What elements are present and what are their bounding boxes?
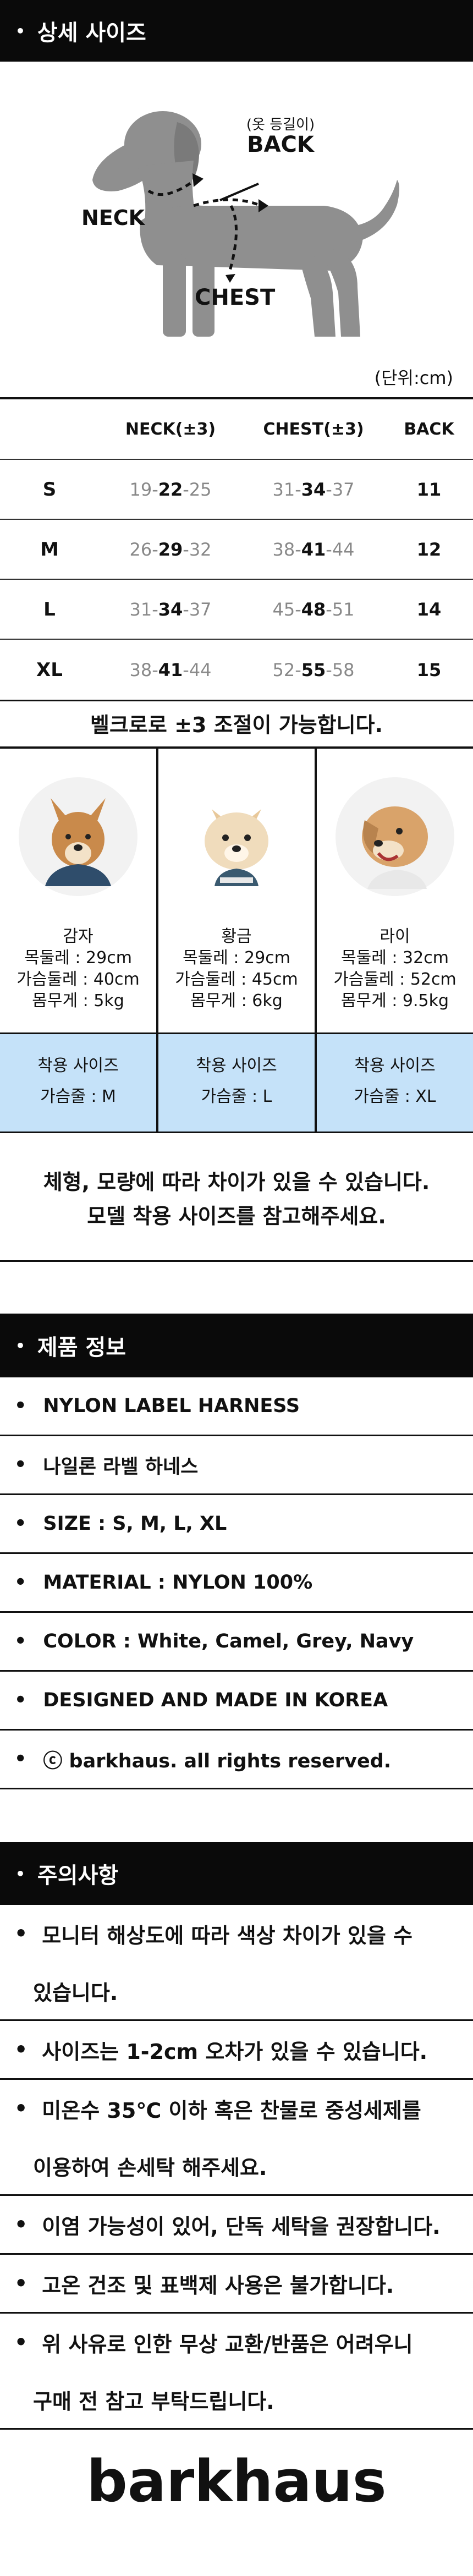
info-item: •COLOR : White, Camel, Grey, Navy — [0, 1613, 473, 1672]
info-item: •ⓒ barkhaus. all rights reserved. — [0, 1731, 473, 1789]
care-item: •위 사유로 인한 무상 교환/반품은 어려우니 구매 전 참고 부탁드립니다. — [0, 2314, 473, 2430]
wear-size-value: 가슴줄 : XL — [354, 1087, 436, 1106]
care-header: • 주의사항 — [0, 1842, 473, 1905]
svg-text:barkhaus: barkhaus — [86, 2448, 386, 2515]
spacer — [0, 1789, 473, 1842]
model-photo — [158, 749, 315, 925]
model-info: 황금 목둘레 : 29cm 가슴둘레 : 45cm 몸무게 : 6kg — [158, 925, 315, 1032]
model-weight: 몸무게 : 9.5kg — [340, 991, 449, 1010]
notice-line: 체형, 모량에 따라 차이가 있을 수 있습니다. — [43, 1170, 430, 1194]
model-chest: 가슴둘레 : 45cm — [175, 970, 298, 989]
model-info: 라이 목둘레 : 32cm 가슴둘레 : 52cm 몸무게 : 9.5kg — [317, 925, 473, 1032]
neck-label: NECK — [81, 206, 145, 230]
model-neck: 목둘레 : 29cm — [183, 948, 290, 968]
table-row: L 31-34-37 45-48-51 14 — [0, 580, 473, 640]
info-item: •NYLON LABEL HARNESS — [0, 1377, 473, 1436]
back-sub-label: (옷 등길이) — [246, 117, 315, 133]
table-row: S 19-22-25 31-34-37 11 — [0, 460, 473, 520]
care-item: •모니터 해상도에 따라 색상 차이가 있을 수 있습니다. — [0, 1905, 473, 2021]
wear-size-value: 가슴줄 : L — [201, 1087, 272, 1106]
neck-cell: 31-34-37 — [129, 598, 212, 620]
bullet: • — [15, 21, 25, 40]
section-title: 상세 사이즈 — [37, 20, 146, 46]
model-weight: 몸무게 : 5kg — [32, 991, 124, 1010]
velcro-note: 벨크로로 ±3 조절이 가능합니다. — [0, 701, 473, 749]
model-photo — [0, 749, 156, 925]
back-cell: 12 — [416, 539, 442, 560]
size-table: NECK(±3) CHEST(±3) BACK S 19-22-25 31-34… — [0, 397, 473, 701]
chest-cell: 38-41-44 — [272, 539, 355, 560]
info-item: •SIZE : S, M, L, XL — [0, 1495, 473, 1554]
fit-notice: 체형, 모량에 따라 차이가 있을 수 있습니다. 모델 착용 사이즈를 참고해… — [0, 1133, 473, 1262]
model-chest: 가슴둘레 : 52cm — [333, 970, 457, 989]
back-cell: 14 — [416, 598, 442, 620]
model-chest: 가슴둘레 : 40cm — [16, 970, 140, 989]
care-item: •사이즈는 1-2cm 오차가 있을 수 있습니다. — [0, 2021, 473, 2080]
neck-cell: 26-29-32 — [129, 539, 212, 560]
care-item: •고온 건조 및 표백제 사용은 불가합니다. — [0, 2255, 473, 2314]
neck-cell: 19-22-25 — [129, 479, 212, 500]
wear-size-box: 착용 사이즈 가슴줄 : L — [158, 1032, 315, 1132]
chest-label: CHEST — [195, 285, 276, 310]
bullet: • — [15, 1336, 25, 1355]
dog-silhouette-icon — [92, 111, 399, 337]
model-photo — [317, 749, 473, 925]
chest-header: CHEST(±3) — [263, 419, 364, 439]
wear-size-box: 착용 사이즈 가슴줄 : M — [0, 1032, 156, 1132]
section-title: 제품 정보 — [37, 1335, 127, 1360]
model-name: 황금 — [221, 927, 252, 946]
spacer — [0, 1262, 473, 1314]
dog-photo-icon — [176, 776, 297, 897]
measurement-diagram: (옷 등길이) BACK NECK CHEST — [0, 62, 473, 359]
back-header: BACK — [404, 419, 454, 439]
dog-photo-icon — [336, 777, 454, 896]
detail-size-header: • 상세 사이즈 — [0, 0, 473, 62]
wear-size-value: 가슴줄 : M — [40, 1087, 116, 1106]
table-row: XL 38-41-44 52-55-58 15 — [0, 640, 473, 700]
size-cell: S — [42, 478, 57, 501]
unit-label: (단위:cm) — [374, 367, 453, 388]
back-cell: 15 — [416, 659, 442, 680]
bullet: • — [15, 1864, 25, 1883]
wear-size-label: 착용 사이즈 — [196, 1056, 277, 1075]
info-item: •MATERIAL : NYLON 100% — [0, 1554, 473, 1613]
size-cell: M — [40, 538, 59, 561]
neck-cell: 38-41-44 — [129, 659, 212, 680]
model-neck: 목둘레 : 29cm — [24, 948, 132, 968]
barkhaus-logo: barkhaus — [86, 2448, 386, 2515]
size-table-header: NECK(±3) CHEST(±3) BACK — [0, 399, 473, 460]
model-card: 라이 목둘레 : 32cm 가슴둘레 : 52cm 몸무게 : 9.5kg 착용… — [317, 749, 473, 1132]
wear-size-box: 착용 사이즈 가슴줄 : XL — [317, 1032, 473, 1132]
table-row: M 26-29-32 38-41-44 12 — [0, 520, 473, 580]
model-name: 감자 — [63, 927, 94, 946]
dog-photo-icon — [19, 777, 138, 896]
model-info: 감자 목둘레 : 29cm 가슴둘레 : 40cm 몸무게 : 5kg — [0, 925, 156, 1032]
care-item: •이염 가능성이 있어, 단독 세탁을 권장합니다. — [0, 2196, 473, 2255]
back-label: BACK — [247, 132, 314, 157]
model-name: 라이 — [380, 927, 410, 946]
notice-line: 모델 착용 사이즈를 참고해주세요. — [87, 1204, 386, 1228]
back-cell: 11 — [416, 479, 442, 500]
product-info-header: • 제품 정보 — [0, 1314, 473, 1377]
chest-cell: 31-34-37 — [272, 479, 355, 500]
wear-size-label: 착용 사이즈 — [354, 1056, 436, 1075]
model-card: 감자 목둘레 : 29cm 가슴둘레 : 40cm 몸무게 : 5kg 착용 사… — [0, 749, 158, 1132]
wear-size-label: 착용 사이즈 — [37, 1056, 119, 1075]
model-card: 황금 목둘레 : 29cm 가슴둘레 : 45cm 몸무게 : 6kg 착용 사… — [158, 749, 317, 1132]
model-neck: 목둘레 : 32cm — [341, 948, 449, 968]
neck-header: NECK(±3) — [125, 419, 216, 439]
info-item: •나일론 라벨 하네스 — [0, 1436, 473, 1495]
care-item: •미온수 35℃ 이하 혹은 찬물로 중성세제를 이용하여 손세탁 해주세요. — [0, 2080, 473, 2196]
info-item: •DESIGNED AND MADE IN KOREA — [0, 1672, 473, 1731]
size-cell: XL — [36, 658, 63, 681]
section-title: 주의사항 — [37, 1863, 119, 1888]
model-grid: 감자 목둘레 : 29cm 가슴둘레 : 40cm 몸무게 : 5kg 착용 사… — [0, 749, 473, 1133]
brand-logo: barkhaus — [0, 2430, 473, 2540]
model-weight: 몸무게 : 6kg — [190, 991, 283, 1010]
chest-cell: 52-55-58 — [272, 659, 355, 680]
size-cell: L — [43, 598, 56, 620]
chest-cell: 45-48-51 — [272, 598, 355, 620]
